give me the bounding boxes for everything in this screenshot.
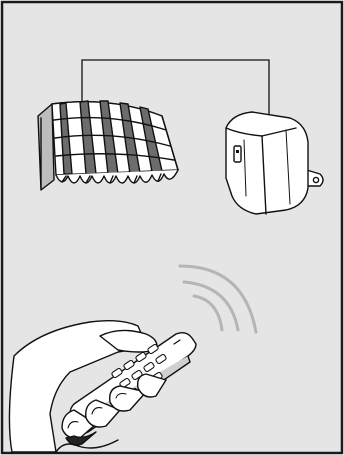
awning-icon: [38, 101, 178, 190]
